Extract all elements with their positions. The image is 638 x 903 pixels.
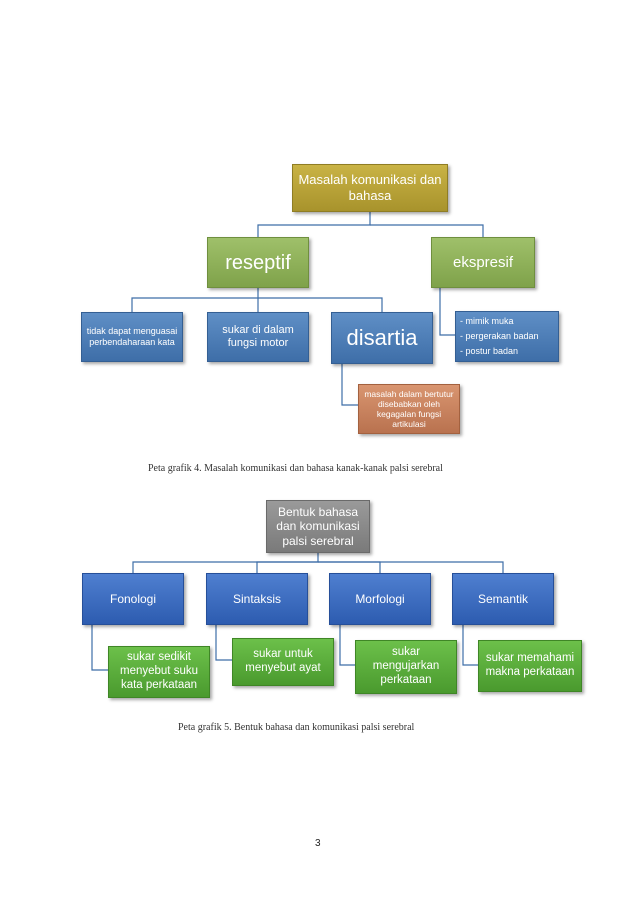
box-morfologi: Morfologi xyxy=(329,573,431,625)
box-fonologi-child: sukar sedikit menyebut suku kata perkata… xyxy=(108,646,210,698)
ekspresif-label: ekspresif xyxy=(452,253,514,271)
box-sintaksis: Sintaksis xyxy=(206,573,308,625)
child-label: sukar sedikit menyebut suku kata perkata… xyxy=(120,651,198,691)
caption-peta-grafik-5: Peta grafik 5. Bentuk bahasa dan komunik… xyxy=(178,722,415,733)
root-box-masalah-komunikasi: Masalah komunikasi dan bahasa xyxy=(292,164,448,212)
disartia-child-label: masalah dalam bertutur disebabkan oleh k… xyxy=(364,388,454,430)
category-label: Fonologi xyxy=(109,591,157,606)
box-ekspresif-items: - mimik muka - pergerakan badan - postur… xyxy=(455,311,559,362)
leaf1-label: tidak dapat menguasai perbendaharaan kat… xyxy=(86,326,178,347)
root-label: Masalah komunikasi dan bahasa xyxy=(298,172,442,203)
category-label: Morfologi xyxy=(355,591,405,606)
root-box-bentuk-bahasa: Bentuk bahasa dan komunikasi palsi sereb… xyxy=(266,500,370,553)
box-reseptif: reseptif xyxy=(207,237,309,288)
child-label: sukar untuk menyebut ayat xyxy=(245,648,321,674)
box-semantik-child: sukar memahami makna perkataan xyxy=(478,640,582,692)
category-label: Semantik xyxy=(477,591,529,606)
box-sintaksis-child: sukar untuk menyebut ayat xyxy=(232,638,334,686)
box-disartia: disartia xyxy=(331,312,433,364)
page-number: 3 xyxy=(315,838,321,849)
ekspresif-item: - mimik muka xyxy=(460,316,514,327)
reseptif-label: reseptif xyxy=(225,251,291,274)
box-ekspresif: ekspresif xyxy=(431,237,535,288)
box-fungsi-motor: sukar di dalam fungsi motor xyxy=(207,312,309,362)
ekspresif-item: - pergerakan badan xyxy=(460,331,539,342)
box-disartia-explanation: masalah dalam bertutur disebabkan oleh k… xyxy=(358,384,460,434)
child-label: sukar memahami makna perkataan xyxy=(485,652,575,678)
disartia-label: disartia xyxy=(346,324,418,350)
box-perbendaharaan-kata: tidak dapat menguasai perbendaharaan kat… xyxy=(81,312,183,362)
category-label: Sintaksis xyxy=(232,591,282,606)
box-fonologi: Fonologi xyxy=(82,573,184,625)
root2-label: Bentuk bahasa dan komunikasi palsi sereb… xyxy=(276,504,360,548)
box-semantik: Semantik xyxy=(452,573,554,625)
child-label: sukar mengujarkan perkataan xyxy=(372,646,440,686)
caption-peta-grafik-4: Peta grafik 4. Masalah komunikasi dan ba… xyxy=(148,463,443,474)
leaf2-label: sukar di dalam fungsi motor xyxy=(222,323,294,349)
box-morfologi-child: sukar mengujarkan perkataan xyxy=(355,640,457,694)
ekspresif-item: - postur badan xyxy=(460,345,519,356)
